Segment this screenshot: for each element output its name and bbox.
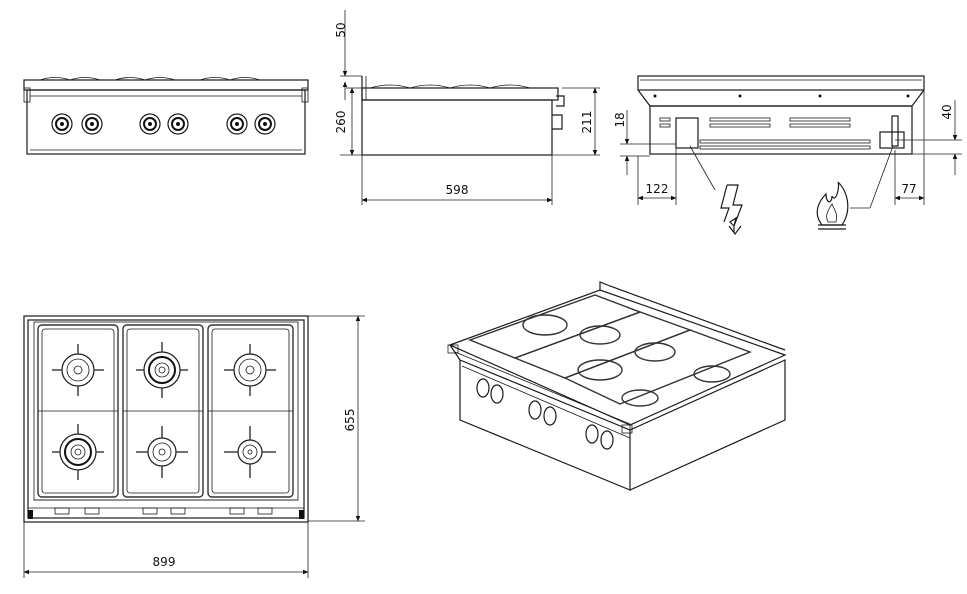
iso-knobs [476, 378, 614, 450]
dim-598: 598 [446, 183, 469, 197]
dim-655: 655 [343, 409, 357, 432]
rear-view [637, 75, 925, 155]
dim-40: 40 [940, 104, 954, 119]
dim-260: 260 [334, 111, 348, 134]
dim-18: 18 [613, 112, 627, 127]
top-dimensions [23, 315, 365, 578]
side-view [361, 76, 565, 156]
dim-50: 50 [334, 22, 348, 37]
rear-dimensions [620, 90, 962, 209]
dim-77: 77 [901, 182, 916, 196]
isometric-view [447, 281, 787, 491]
dim-211: 211 [580, 111, 594, 134]
iso-grates [468, 294, 752, 407]
top-view [23, 315, 309, 523]
lightning-bolt-icon [720, 184, 743, 235]
front-knobs [51, 113, 276, 135]
dim-899: 899 [153, 555, 176, 569]
front-view [23, 77, 309, 155]
side-dimensions [340, 10, 600, 205]
flame-icon [816, 181, 849, 230]
dim-122: 122 [646, 182, 669, 196]
